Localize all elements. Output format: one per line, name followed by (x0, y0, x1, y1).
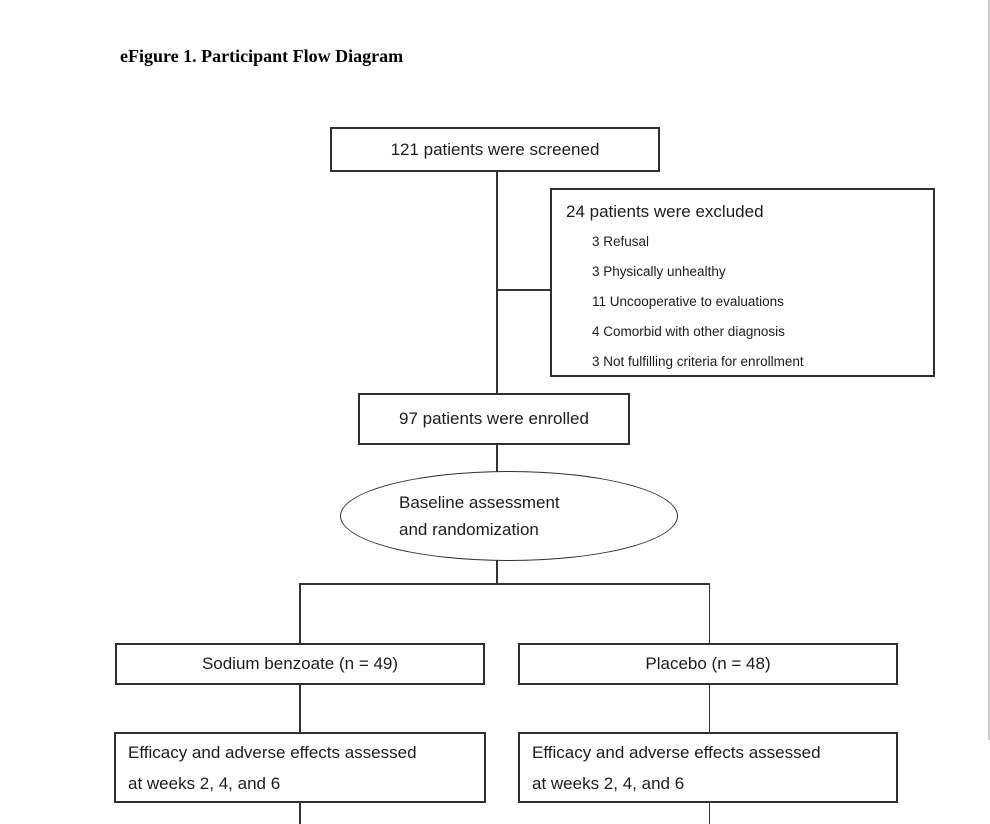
excluded-item: 3 Refusal (592, 234, 650, 249)
excluded-title: 24 patients were excluded (566, 202, 764, 221)
excluded-item: 3 Not fulfilling criteria for enrollment (592, 354, 804, 369)
connector-assessment-left-continue (299, 802, 301, 824)
screened-label: 121 patients were screened (390, 139, 600, 159)
excluded-items-list: 3 Refusal 3 Physically unhealthy 11 Unco… (552, 227, 933, 377)
assessment-left-text: Efficacy and adverse effects assessed at… (116, 737, 417, 799)
randomization-line2: and randomization (399, 520, 539, 539)
excluded-box: 24 patients were excluded 3 Refusal 3 Ph… (550, 188, 935, 377)
assessment-right-line1: Efficacy and adverse effects assessed (532, 742, 821, 762)
assessment-left-line2: at weeks 2, 4, and 6 (128, 773, 281, 793)
randomization-ellipse: Baseline assessment and randomization (340, 471, 678, 561)
connector-assessment-right-continue (708, 802, 710, 824)
screened-box: 121 patients were screened (330, 127, 660, 172)
randomization-line1: Baseline assessment (399, 493, 560, 512)
connector-split-right (708, 583, 710, 644)
excluded-item: 4 Comorbid with other diagnosis (592, 324, 785, 339)
enrolled-label: 97 patients were enrolled (399, 409, 589, 429)
connector-split-horizontal (299, 583, 710, 585)
connector-arm-right-to-assessment (708, 684, 710, 733)
assessment-right-text: Efficacy and adverse effects assessed at… (520, 737, 821, 799)
figure-title: eFigure 1. Participant Flow Diagram (120, 46, 404, 66)
assessment-box-right: Efficacy and adverse effects assessed at… (518, 732, 898, 803)
connector-to-excluded (497, 289, 551, 291)
connector-enrolled-to-randomization (496, 444, 498, 473)
excluded-item: 11 Uncooperative to evaluations (592, 294, 784, 309)
connector-screened-to-enrolled (496, 171, 498, 394)
connector-randomization-to-split (496, 560, 498, 584)
connector-arm-left-to-assessment (299, 684, 301, 733)
assessment-right-line2: at weeks 2, 4, and 6 (532, 773, 685, 793)
sodium-benzoate-box: Sodium benzoate (n = 49) (115, 643, 485, 685)
connector-split-left (299, 583, 301, 644)
excluded-item: 3 Physically unhealthy (592, 264, 726, 279)
assessment-box-left: Efficacy and adverse effects assessed at… (114, 732, 486, 803)
placebo-label: Placebo (n = 48) (645, 654, 771, 674)
sodium-benzoate-label: Sodium benzoate (n = 49) (201, 654, 399, 674)
enrolled-box: 97 patients were enrolled (358, 393, 630, 445)
page-edge-line (988, 0, 990, 740)
assessment-left-line1: Efficacy and adverse effects assessed (128, 742, 417, 762)
randomization-text: Baseline assessment and randomization (341, 489, 560, 543)
placebo-box: Placebo (n = 48) (518, 643, 898, 685)
